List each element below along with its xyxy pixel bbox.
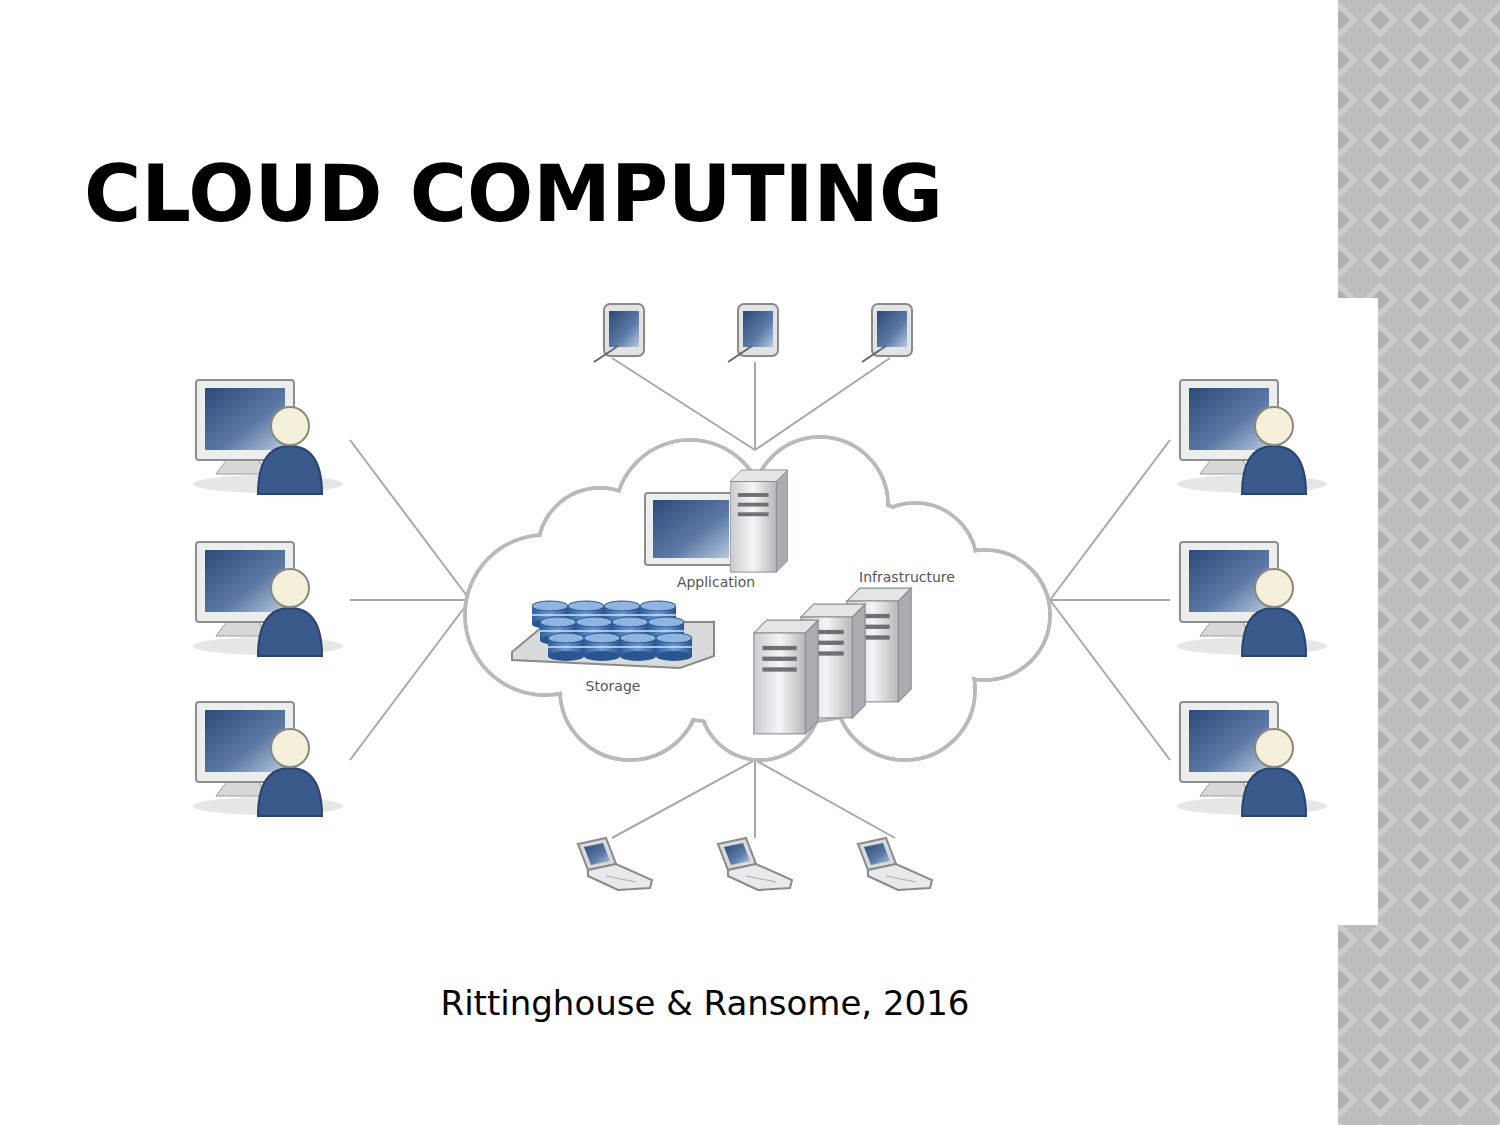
application-icon bbox=[645, 470, 788, 572]
side-band bbox=[1338, 0, 1500, 1125]
source-caption: Rittinghouse & Ransome, 2016 bbox=[441, 984, 970, 1023]
storage-array bbox=[512, 601, 714, 668]
network-lines bbox=[350, 358, 1170, 838]
band-notch bbox=[1338, 298, 1378, 925]
phone-icons bbox=[578, 838, 932, 890]
part-label: Infrastructure bbox=[857, 569, 957, 585]
part-label: Application bbox=[675, 574, 757, 590]
user-icons bbox=[193, 380, 1327, 816]
slide-title: CLOUD COMPUTING bbox=[84, 150, 943, 240]
infrastructure-servers bbox=[754, 588, 911, 734]
part-label: Storage bbox=[584, 678, 643, 694]
cloud-shape bbox=[465, 437, 1050, 760]
tablet-icons bbox=[594, 304, 912, 362]
